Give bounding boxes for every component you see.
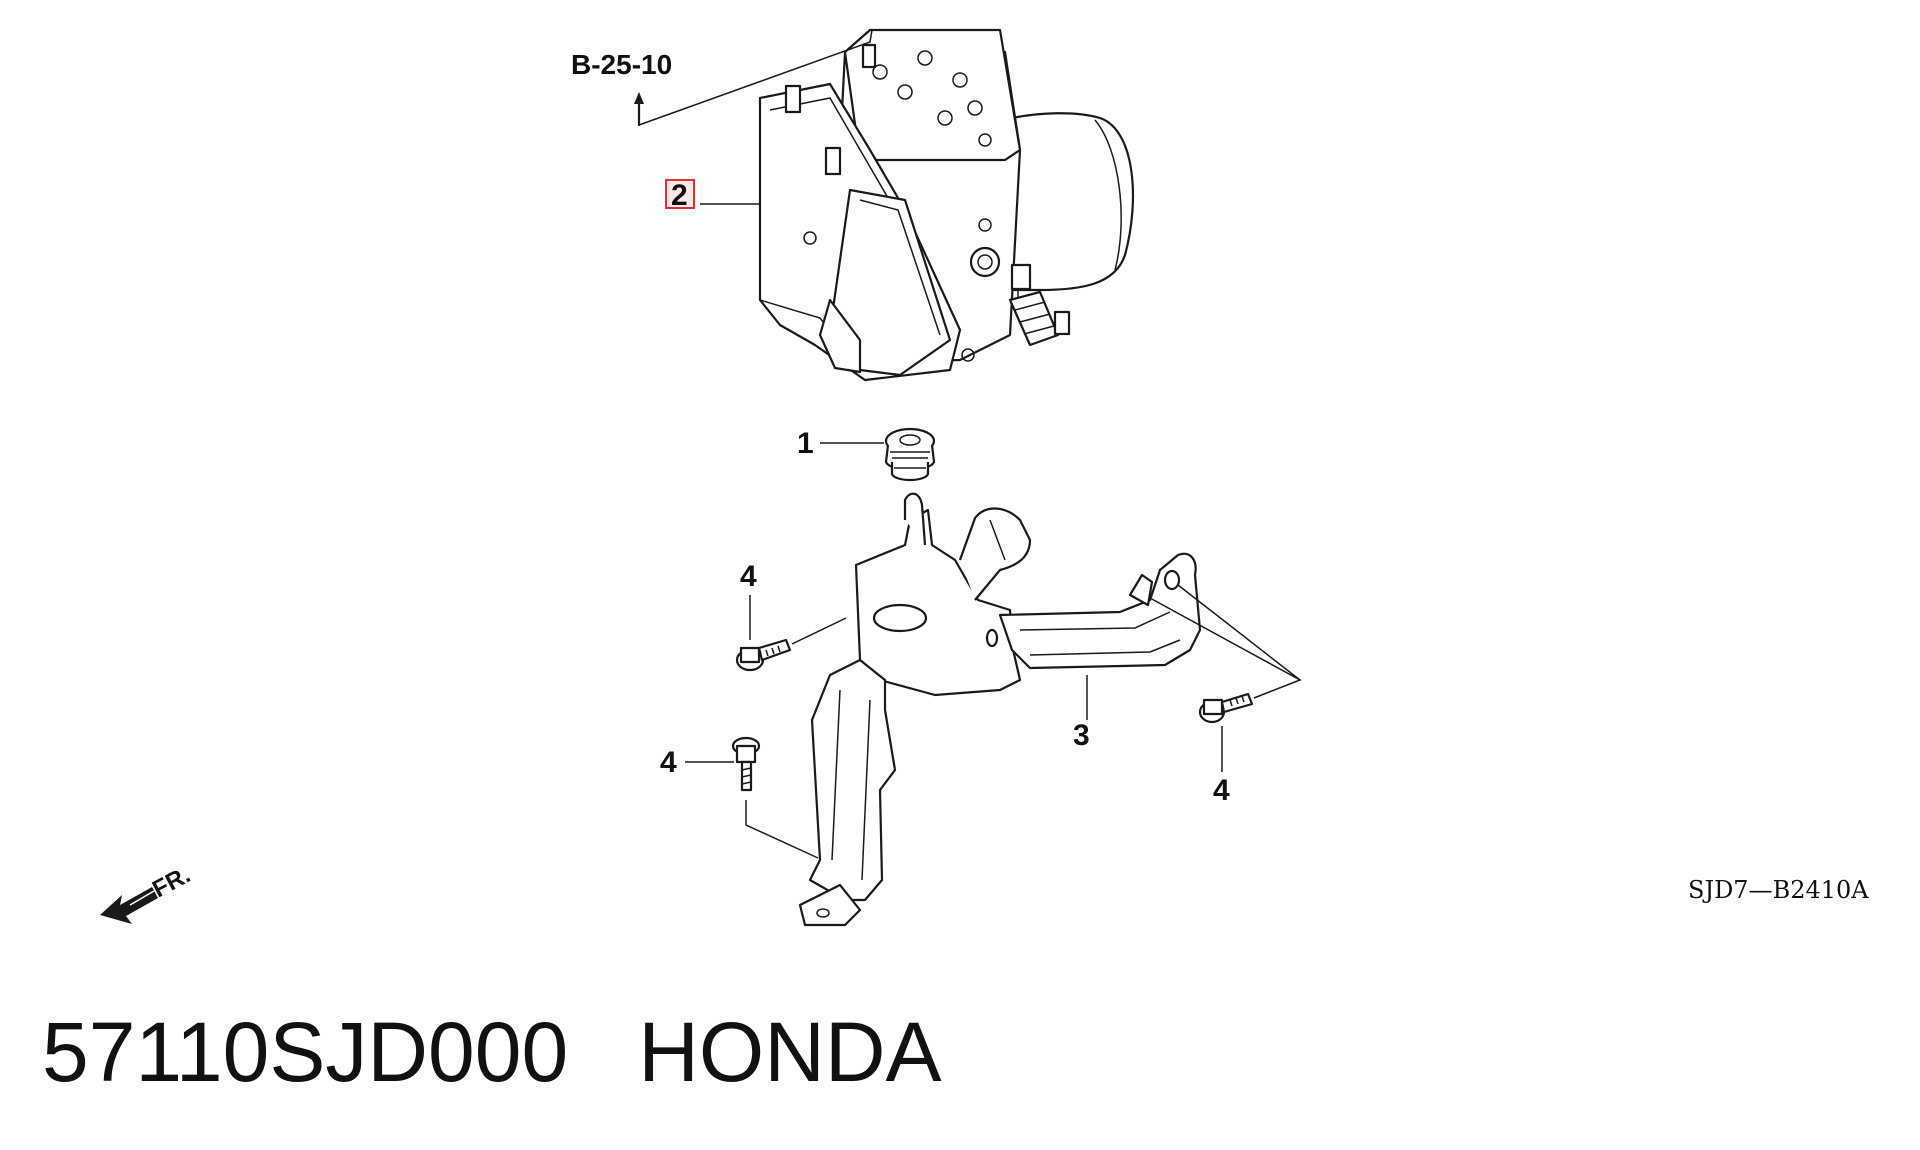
callout-4-lower-left[interactable]: 4 xyxy=(660,746,734,779)
abs-modulator-unit[interactable] xyxy=(758,28,1134,382)
front-arrow-icon xyxy=(100,887,158,924)
reference-arrow-head-icon xyxy=(634,92,644,104)
bolt-right[interactable] xyxy=(1149,584,1302,724)
bolt-left-lower-leader xyxy=(745,800,819,859)
part-number: 57110SJD000 xyxy=(42,1005,569,1099)
part-caption: 57110SJD000 HONDA xyxy=(42,1010,942,1094)
callout-3-number: 3 xyxy=(1073,719,1090,752)
callout-2[interactable]: 2 xyxy=(665,179,760,212)
brand-name: HONDA xyxy=(638,1005,942,1099)
bolt-left-lower[interactable] xyxy=(731,736,819,859)
callout-1[interactable]: 1 xyxy=(797,427,884,460)
grommet-part[interactable] xyxy=(884,427,936,482)
caption-spacer xyxy=(568,1005,638,1099)
callout-1-number: 1 xyxy=(797,427,814,460)
callout-4-number: 4 xyxy=(740,560,757,593)
bolt-right-leader xyxy=(1149,584,1302,699)
callout-3[interactable]: 3 xyxy=(1073,675,1090,752)
reference-label: B-25-10 xyxy=(571,49,672,80)
callout-2-number: 2 xyxy=(671,179,688,212)
callout-4-number-right: 4 xyxy=(1213,774,1230,807)
callout-4-upper-left[interactable]: 4 xyxy=(740,560,757,640)
callout-highlight-box xyxy=(665,179,695,209)
bracket-part[interactable] xyxy=(798,492,1202,927)
front-direction-indicator[interactable]: FR. xyxy=(100,861,195,924)
reference-b-25-10[interactable]: B-25-10 xyxy=(571,29,873,127)
callout-4-right[interactable]: 4 xyxy=(1213,726,1230,807)
diagram-code: SJD7—B2410A xyxy=(1688,876,1869,904)
bolt-left-upper[interactable] xyxy=(735,617,847,672)
callout-4-number-lower: 4 xyxy=(660,746,677,779)
reference-leader-line xyxy=(638,29,873,126)
bolt-left-upper-leader xyxy=(791,617,847,645)
